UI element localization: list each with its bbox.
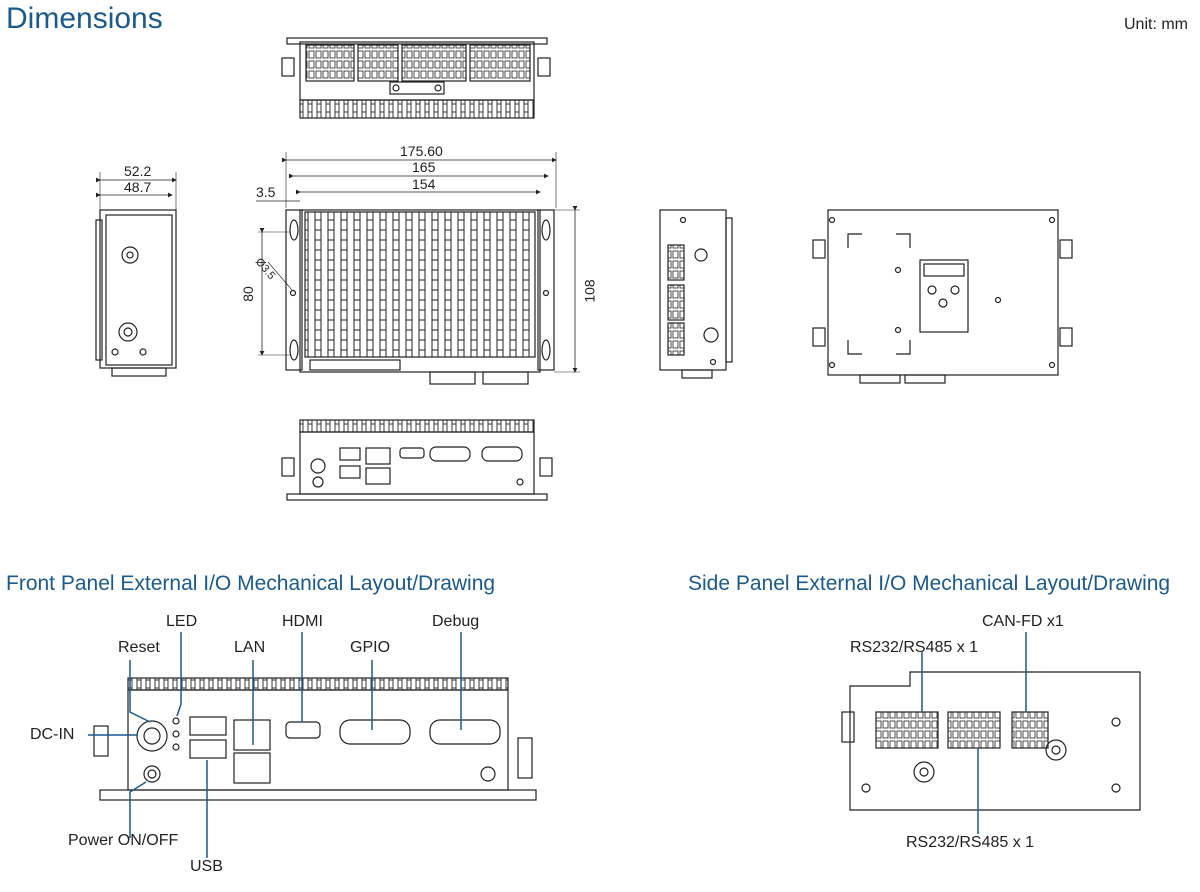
callout-lines [88, 632, 1027, 858]
unit-label: Unit: mm [1124, 16, 1188, 33]
callout-can-fd: CAN-FD x1 [982, 613, 1064, 630]
callout-reset: Reset [118, 639, 160, 656]
dim-hole-spacing: 80 [239, 286, 256, 302]
callout-power: Power ON/OFF [68, 832, 179, 849]
front-panel-detail-drawing [93, 677, 537, 801]
dim-side-outer-width: 52.2 [124, 163, 152, 179]
side-panel-detail-drawing [841, 671, 1141, 811]
callout-dc-in: DC-IN [30, 726, 75, 743]
side-panel-heading: Side Panel External I/O Mechanical Layou… [688, 572, 1171, 595]
top-view-drawing [281, 37, 551, 119]
dim-body-width: 154 [412, 176, 436, 192]
callout-debug: Debug [432, 613, 480, 630]
main-fin-view-drawing [256, 152, 580, 385]
callout-com1: RS232/RS485 x 1 [850, 639, 979, 656]
bottom-view-drawing [812, 209, 1073, 384]
callout-led: LED [166, 613, 198, 630]
callout-gpio: GPIO [350, 639, 391, 656]
right-side-view-drawing [659, 209, 733, 379]
dim-bracket-width: 165 [412, 159, 436, 175]
callout-hdmi: HDMI [282, 613, 323, 630]
callout-com2: RS232/RS485 x 1 [906, 834, 1035, 851]
callout-lan: LAN [234, 639, 266, 656]
callout-usb: USB [190, 858, 223, 875]
front-view-small-drawing [281, 419, 553, 501]
dim-bracket-offset: 3.5 [256, 184, 276, 200]
page-title: Dimensions [6, 2, 163, 35]
dim-side-inner-width: 48.7 [124, 179, 152, 195]
front-panel-heading: Front Panel External I/O Mechanical Layo… [6, 572, 496, 595]
dim-overall-width: 175.60 [400, 143, 443, 159]
left-side-view-drawing [95, 172, 177, 377]
dim-overall-height: 108 [581, 279, 598, 303]
